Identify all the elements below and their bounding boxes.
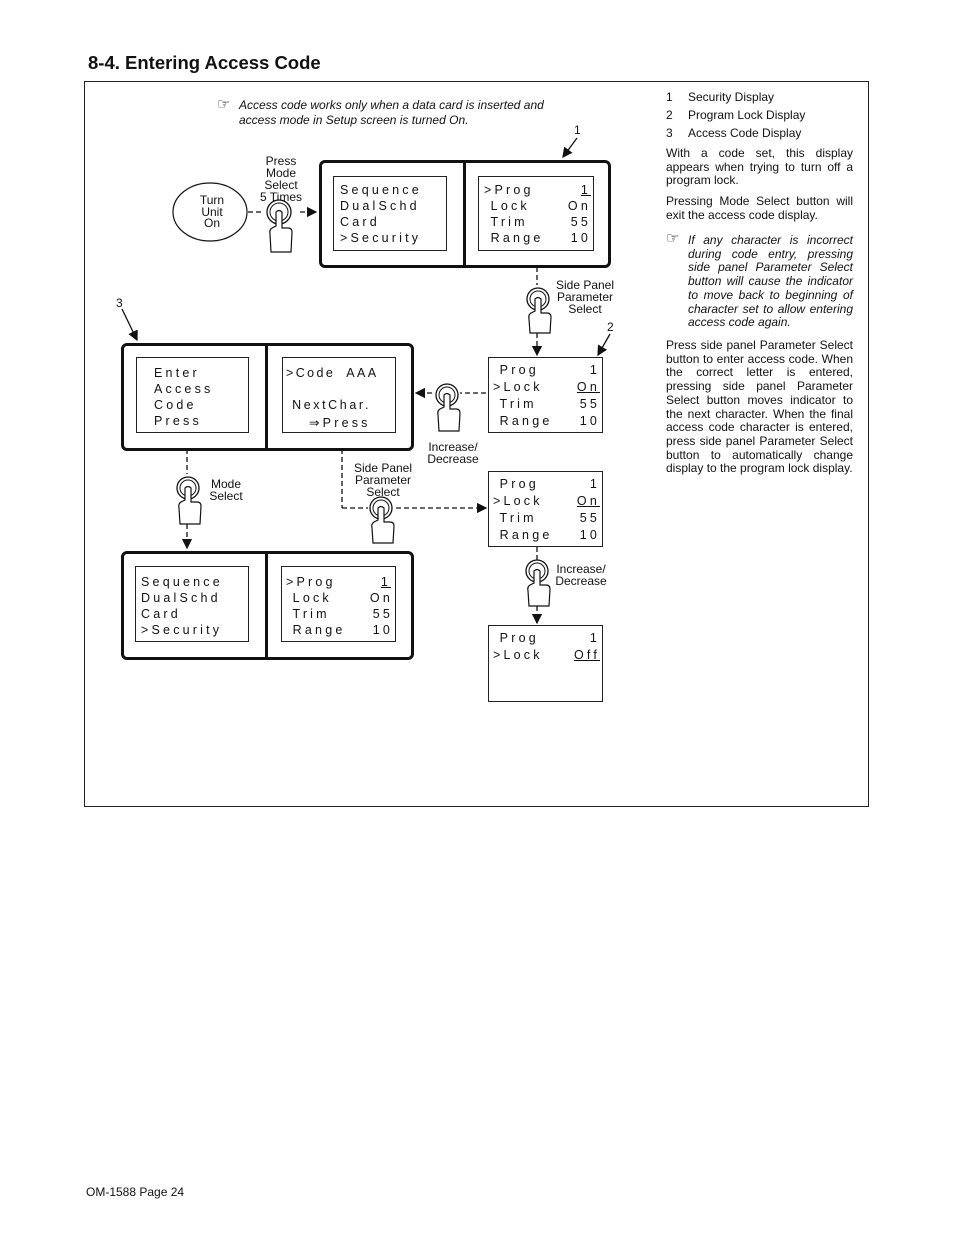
program-lock-display-2: Prog 1 >Lock On Trim 55 Range 10 [488,471,603,547]
paragraph-enter-code: Press side panel Parameter Select button… [666,338,853,476]
side-panel-parameter-select-button-icon[interactable] [369,496,409,556]
access-right-screen: >Code AAA NextChar. ⇒Press [282,357,396,433]
panel-divider [463,160,466,268]
access-left-screen: Enter Access Code Press [136,357,249,433]
final-right-screen: >Prog 1 Lock On Trim 55 Range 10 [281,566,396,642]
callout-2: 2 [607,320,614,334]
mode-select-button-icon[interactable] [263,198,303,258]
increase-decrease-label-1: Increase/ Decrease [427,440,479,466]
page-footer: OM-1588 Page 24 [86,1185,185,1199]
side-panel-label-2: Side Panel Parameter Select [353,461,413,499]
increase-decrease-button-icon[interactable] [434,381,474,441]
side-panel-parameter-select-button-icon[interactable] [525,285,565,345]
final-left-screen: Sequence DualSchd Card >Security [135,566,249,642]
program-lock-display-3: Prog 1 >Lock Off [488,625,603,702]
security-left-screen: Sequence DualSchd Card >Security [333,176,447,251]
top-note: ☞ Access code works only when a data car… [217,96,544,127]
press-mode-select-label: Press Mode Select 5 Times [259,154,302,204]
program-lock-display: Prog 1 >Lock On Trim 55 Range 10 [488,357,603,433]
increase-decrease-label-2: Increase/ Decrease [555,562,607,588]
section-title: 8-4. Entering Access Code [88,52,321,73]
security-right-screen: >Prog 1 Lock On Trim 55 Range 10 [478,176,594,251]
panel-divider [265,551,268,660]
callout-3: 3 [116,296,123,310]
callout-1: 1 [574,123,581,137]
pointing-hand-icon: ☞ [666,230,680,247]
paragraph-mode-select: Pressing Mode Select button will exit th… [666,194,853,222]
side-panel-label-1: Side Panel Parameter Select [555,278,615,316]
increase-decrease-button-icon[interactable] [525,559,565,619]
pointing-hand-icon: ☞ [217,96,231,113]
mode-select-label: Mode Select [209,477,243,503]
mode-select-button-icon[interactable] [175,475,215,535]
paragraph-code-set: With a code set, this display appears wh… [666,146,853,188]
figure-frame [84,81,869,807]
panel-divider [265,343,268,451]
turn-unit-on-label: Turn Unit On [199,193,225,230]
note-incorrect-character: ☞ If any character is incorrect during c… [666,230,853,330]
